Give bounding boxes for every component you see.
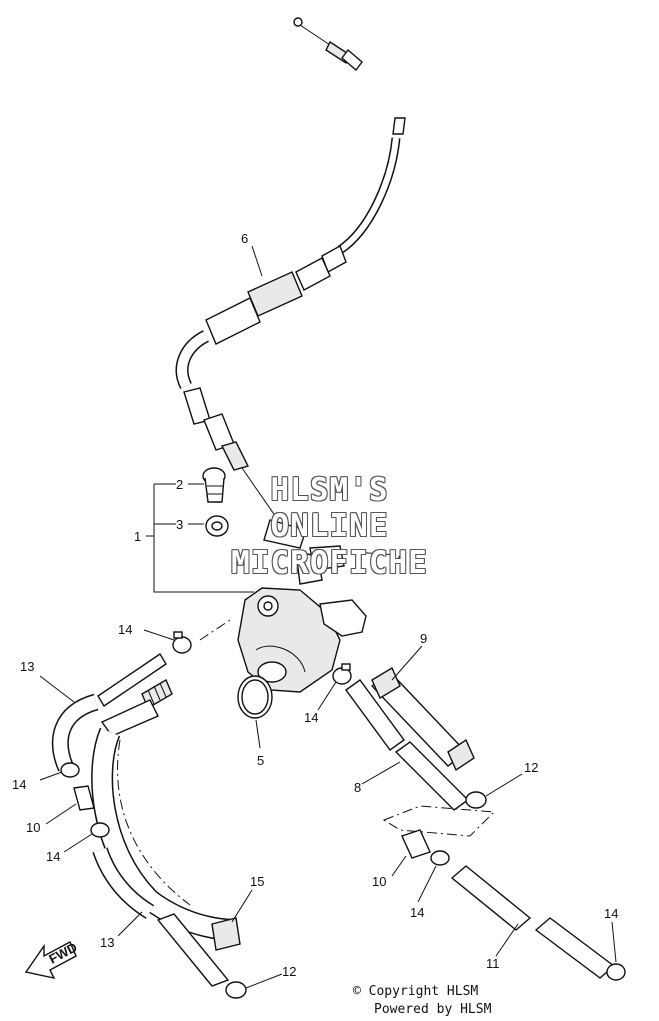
watermark-line-1: HLSM'S bbox=[270, 472, 389, 508]
callout-14-b: 14 bbox=[304, 710, 318, 725]
callout-14-e: 14 bbox=[410, 905, 424, 920]
callout-14-a: 14 bbox=[118, 622, 132, 637]
hose-part-15-long bbox=[91, 699, 241, 951]
callout-4: 4 bbox=[398, 548, 405, 563]
callout-13-a: 13 bbox=[20, 659, 34, 674]
callout-14-d: 14 bbox=[46, 849, 60, 864]
callout-10-a: 10 bbox=[26, 820, 40, 835]
carburetor-body-part-1 bbox=[237, 519, 367, 693]
watermark-line-3: MICROFICHE bbox=[231, 545, 428, 581]
callout-15: 15 bbox=[250, 874, 264, 889]
clamp-part-14-upper-left bbox=[172, 631, 192, 654]
routing-line-1 bbox=[199, 619, 231, 641]
screw-part-2 bbox=[202, 467, 226, 503]
fwd-direction-arrow: FWD bbox=[24, 940, 80, 979]
hose-part-11 bbox=[450, 865, 616, 979]
callout-13-b: 13 bbox=[100, 935, 114, 950]
washer-part-3 bbox=[205, 515, 229, 537]
routing-line-3 bbox=[382, 805, 496, 837]
clamp-part-14-right-lower bbox=[606, 963, 626, 981]
hose-part-13-upper bbox=[51, 653, 167, 772]
clamp-part-14-right-middle bbox=[430, 850, 450, 866]
routing-line-2 bbox=[117, 739, 191, 906]
callout-3: 3 bbox=[176, 517, 183, 532]
clamp-part-12-lower bbox=[225, 981, 247, 999]
callout-14-c: 14 bbox=[12, 777, 26, 792]
callout-8: 8 bbox=[354, 780, 361, 795]
callout-5: 5 bbox=[257, 753, 264, 768]
callout-6: 6 bbox=[241, 231, 248, 246]
clamp-part-14-right bbox=[332, 663, 352, 685]
callout-1: 1 bbox=[134, 529, 141, 544]
cable-part-6 bbox=[175, 17, 409, 521]
callout-12-b: 12 bbox=[282, 964, 296, 979]
copyright-line: © Copyright HLSM bbox=[353, 984, 479, 999]
callout-14-f: 14 bbox=[604, 906, 618, 921]
powered-by-line: Powered by HLSM bbox=[374, 1002, 492, 1017]
clamp-part-14-left-upper bbox=[60, 762, 80, 778]
callout-2: 2 bbox=[176, 477, 183, 492]
watermark-line-2: ONLINE bbox=[270, 508, 389, 544]
hose-part-13-lower bbox=[92, 847, 230, 987]
joint-part-10-left bbox=[73, 785, 95, 811]
leader-lines bbox=[39, 245, 617, 989]
callout-11: 11 bbox=[486, 956, 500, 971]
hose-part-9 bbox=[370, 666, 475, 772]
clamp-part-12-upper bbox=[465, 791, 487, 809]
callout-12-a: 12 bbox=[524, 760, 538, 775]
hose-part-8 bbox=[345, 679, 470, 811]
callout-9: 9 bbox=[420, 631, 427, 646]
clamp-part-14-left-lower bbox=[90, 822, 110, 838]
callout-10-b: 10 bbox=[372, 874, 386, 889]
o-ring-inner bbox=[241, 679, 269, 715]
joint-part-10-right bbox=[401, 829, 431, 859]
